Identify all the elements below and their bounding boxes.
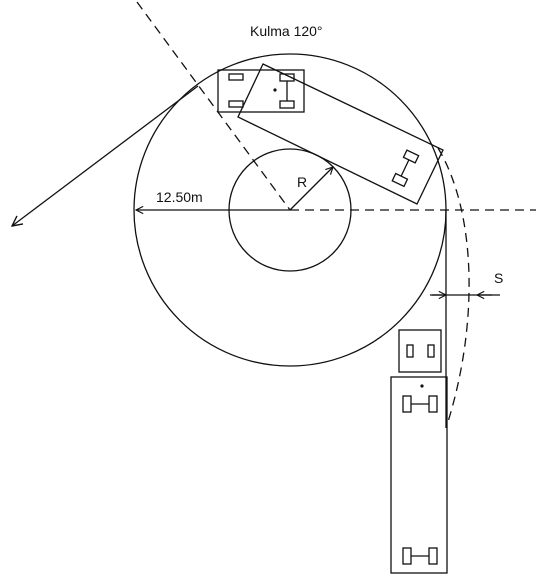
bus-rear-axle-vertical-icon <box>402 547 438 565</box>
outer-radius-label: 12.50m <box>156 189 203 205</box>
bus-rear-axle-icon <box>391 149 420 188</box>
bus-lamp-right <box>427 344 435 358</box>
angle-reference-dashed-line <box>136 1 291 211</box>
offset-label: S <box>494 270 503 286</box>
bus-cab-outline <box>398 329 442 373</box>
bus-front-axle-vertical-icon <box>402 384 438 413</box>
bus-in-turn <box>217 63 444 205</box>
bus-entering <box>390 329 448 574</box>
diagram-title: Kulma 120° <box>250 23 323 39</box>
bus-front-module <box>217 69 305 113</box>
swept-path-dashed-arc <box>437 147 470 429</box>
bus-body-outline <box>237 63 444 205</box>
inner-radius-arrow <box>289 167 333 211</box>
exit-direction-arrow <box>12 85 199 226</box>
bus-headlight-right <box>228 100 244 108</box>
inner-radius-label: R <box>297 174 307 190</box>
bus-body-vertical-outline <box>390 376 448 574</box>
bus-front-axle-icon <box>273 73 295 109</box>
bus-lamp-left <box>406 344 414 358</box>
bus-headlight-left <box>228 73 244 81</box>
